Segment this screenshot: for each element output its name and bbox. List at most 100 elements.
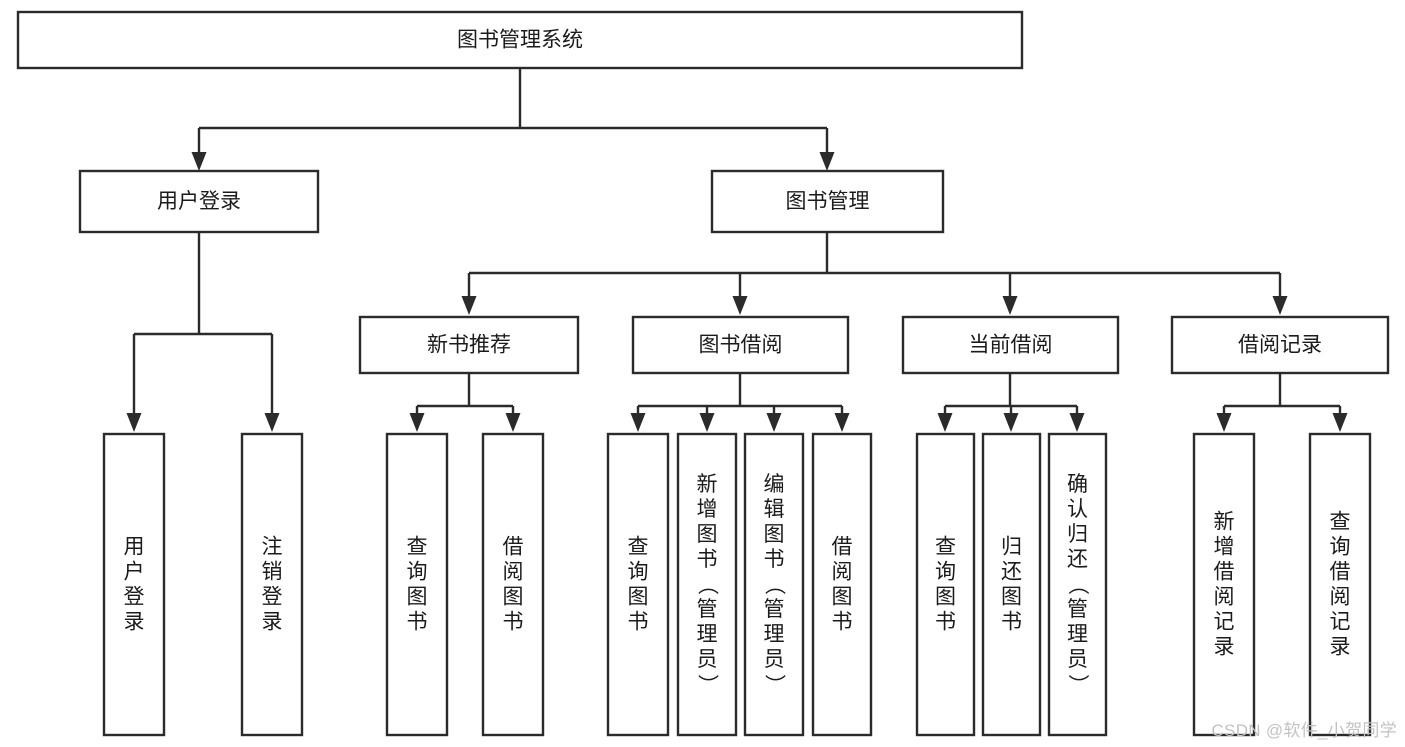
node-label-char: 录 (1330, 636, 1351, 659)
node-label-char: 新 (697, 473, 718, 496)
arrow-head-icon (630, 413, 646, 432)
connector-借阅记录 (1216, 373, 1348, 432)
arrow-head-icon (1332, 413, 1348, 432)
node-box[interactable] (901, 315, 1120, 375)
node-label-char: 借 (503, 536, 524, 559)
node-label-char: 管 (697, 598, 718, 621)
arrow-head-icon (126, 413, 142, 432)
node-label-char: 认 (1067, 498, 1088, 521)
node-box[interactable] (1170, 315, 1390, 375)
node-label-char: 录 (262, 611, 283, 634)
node-label: 当前借阅 (969, 334, 1053, 357)
node-label-char: 管 (764, 598, 785, 621)
node-box[interactable] (1047, 432, 1108, 737)
node-box[interactable] (915, 432, 976, 737)
node-label-char: （ (763, 574, 786, 595)
arrow-head-icon (461, 296, 477, 315)
level3-node[interactable]: 当前借阅 (901, 315, 1120, 375)
node-box[interactable] (385, 432, 449, 737)
node-label-char: 理 (764, 623, 785, 646)
arrow-head-icon (505, 413, 521, 432)
arrow-head-icon (766, 413, 782, 432)
level2-node[interactable]: 用户登录 (78, 169, 320, 234)
node-label-char: 书 (764, 548, 785, 571)
leaf-node[interactable]: 用户登录 (102, 432, 166, 737)
node-box[interactable] (240, 432, 304, 737)
node-label-char: 询 (1330, 536, 1351, 559)
node-label-char: 查 (1330, 511, 1351, 534)
node-label-char: 询 (935, 561, 956, 584)
root-node[interactable]: 图书管理系统 (16, 10, 1024, 70)
node-label-char: 录 (124, 611, 145, 634)
arrow-head-icon (1002, 296, 1018, 315)
node-label-char: 书 (1001, 611, 1022, 634)
node-label-char: 员 (1067, 648, 1088, 671)
node-label-char: 借 (832, 536, 853, 559)
arrow-head-icon (1216, 413, 1232, 432)
arrow-head-icon (732, 296, 748, 315)
node-label-char: 用 (124, 536, 145, 559)
level2-node[interactable]: 图书管理 (710, 169, 945, 234)
node-box[interactable] (1192, 432, 1256, 737)
node-box[interactable] (981, 432, 1042, 737)
node-box[interactable] (481, 432, 545, 737)
node-label-char: 图 (764, 523, 785, 546)
arrow-head-icon (1003, 413, 1019, 432)
arrow-head-icon (1272, 296, 1288, 315)
node-label-char: （ (696, 574, 719, 595)
level3-node[interactable]: 借阅记录 (1170, 315, 1390, 375)
node-label-char: 询 (407, 561, 428, 584)
node-label-char: 书 (503, 611, 524, 634)
node-box[interactable] (606, 432, 670, 737)
node-label-char: 员 (697, 648, 718, 671)
node-box[interactable] (358, 315, 580, 375)
node-label-char: 图 (832, 586, 853, 609)
csdn-watermark: CSDN @软件_小贺同学 (1211, 721, 1397, 740)
arrow-head-icon (699, 413, 715, 432)
connector-图书借阅 (630, 373, 850, 432)
node-box[interactable] (676, 432, 738, 737)
node-label-char: 书 (935, 611, 956, 634)
arrow-head-icon (819, 152, 835, 171)
node-label: 用户登录 (157, 190, 241, 213)
node-box[interactable] (743, 432, 805, 737)
node-box[interactable] (16, 10, 1024, 70)
node-label-char: 户 (124, 561, 145, 584)
node-box[interactable] (102, 432, 166, 737)
node-box[interactable] (811, 432, 873, 737)
node-label-char: 录 (1214, 636, 1235, 659)
node-label-char: 查 (628, 536, 649, 559)
node-label-char: 辑 (764, 498, 785, 521)
arrow-head-icon (937, 413, 953, 432)
node-label-char: 书 (628, 611, 649, 634)
node-label-char: 登 (262, 586, 283, 609)
connector-图书管理系统 (191, 68, 835, 171)
node-label-char: 借 (1330, 561, 1351, 584)
node-box[interactable] (1308, 432, 1372, 737)
arrow-head-icon (834, 413, 850, 432)
level3-node[interactable]: 图书借阅 (631, 315, 850, 375)
node-label-char: 查 (407, 536, 428, 559)
level3-node[interactable]: 新书推荐 (358, 315, 580, 375)
node-box[interactable] (78, 169, 320, 234)
node-label-char: 书 (407, 611, 428, 634)
node-label-char: 图 (935, 586, 956, 609)
node-label-char: 图 (697, 523, 718, 546)
node-box[interactable] (710, 169, 945, 234)
node-box[interactable] (631, 315, 850, 375)
arrow-head-icon (264, 413, 280, 432)
node-label-char: 还 (1001, 561, 1022, 584)
